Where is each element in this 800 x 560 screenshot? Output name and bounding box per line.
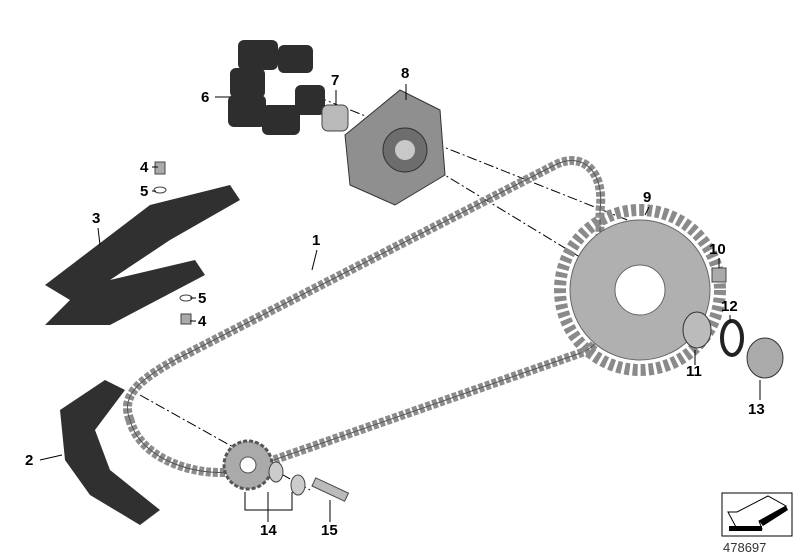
spacer (746, 337, 784, 379)
front-sprocket (222, 439, 306, 496)
part-label-5: 5 (198, 290, 207, 307)
part-label-14: 14 (260, 522, 277, 539)
part-label-2: 2 (25, 452, 34, 469)
direction-arrow-icon (721, 492, 793, 537)
chain-guide (45, 185, 240, 325)
part-label-11: 11 (686, 363, 702, 380)
drawing-number: 478697 (723, 540, 767, 555)
part-label-4: 4 (140, 159, 149, 176)
part-label-15: 15 (321, 522, 338, 539)
part-label-5: 5 (140, 183, 149, 200)
part-label-10: 10 (709, 241, 726, 258)
part-label-4: 4 (198, 313, 207, 330)
seal-ring (720, 319, 744, 357)
nut (711, 267, 727, 283)
leader-lines (39, 84, 761, 522)
part-label-9: 9 (643, 189, 652, 206)
part-label-8: 8 (401, 65, 410, 82)
bushing (321, 104, 349, 132)
rear-sprocket (554, 204, 726, 376)
damper-rubbers (228, 40, 325, 135)
sprocket-carrier (344, 89, 446, 206)
screws-washers (153, 161, 193, 325)
bearing (682, 311, 712, 349)
part-label-13: 13 (748, 401, 765, 418)
part-label-6: 6 (201, 89, 210, 106)
bolt (311, 477, 350, 502)
part-label-1: 1 (312, 232, 321, 249)
part-label-12: 12 (721, 298, 738, 315)
chain-slider (60, 380, 160, 525)
part-label-3: 3 (92, 210, 101, 227)
part-label-7: 7 (331, 72, 340, 89)
